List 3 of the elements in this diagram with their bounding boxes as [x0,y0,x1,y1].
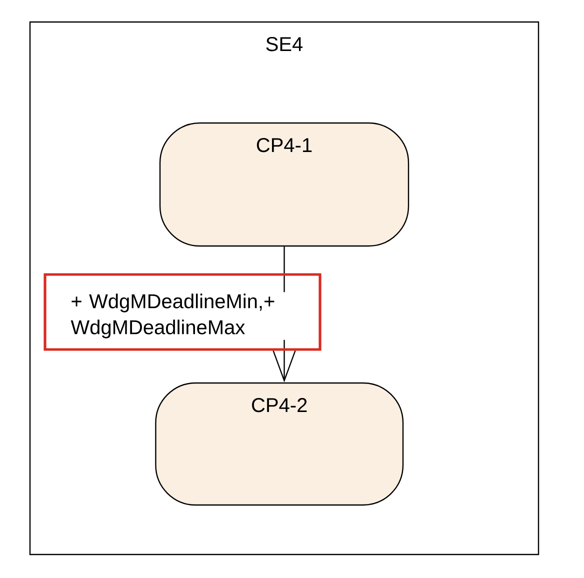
rounded-box: CP4-1 [159,122,410,247]
rounded-box: CP4-2 [155,382,404,506]
edge-label: + WdgMDeadlineMin,+ WdgMDeadlineMax [69,292,286,340]
